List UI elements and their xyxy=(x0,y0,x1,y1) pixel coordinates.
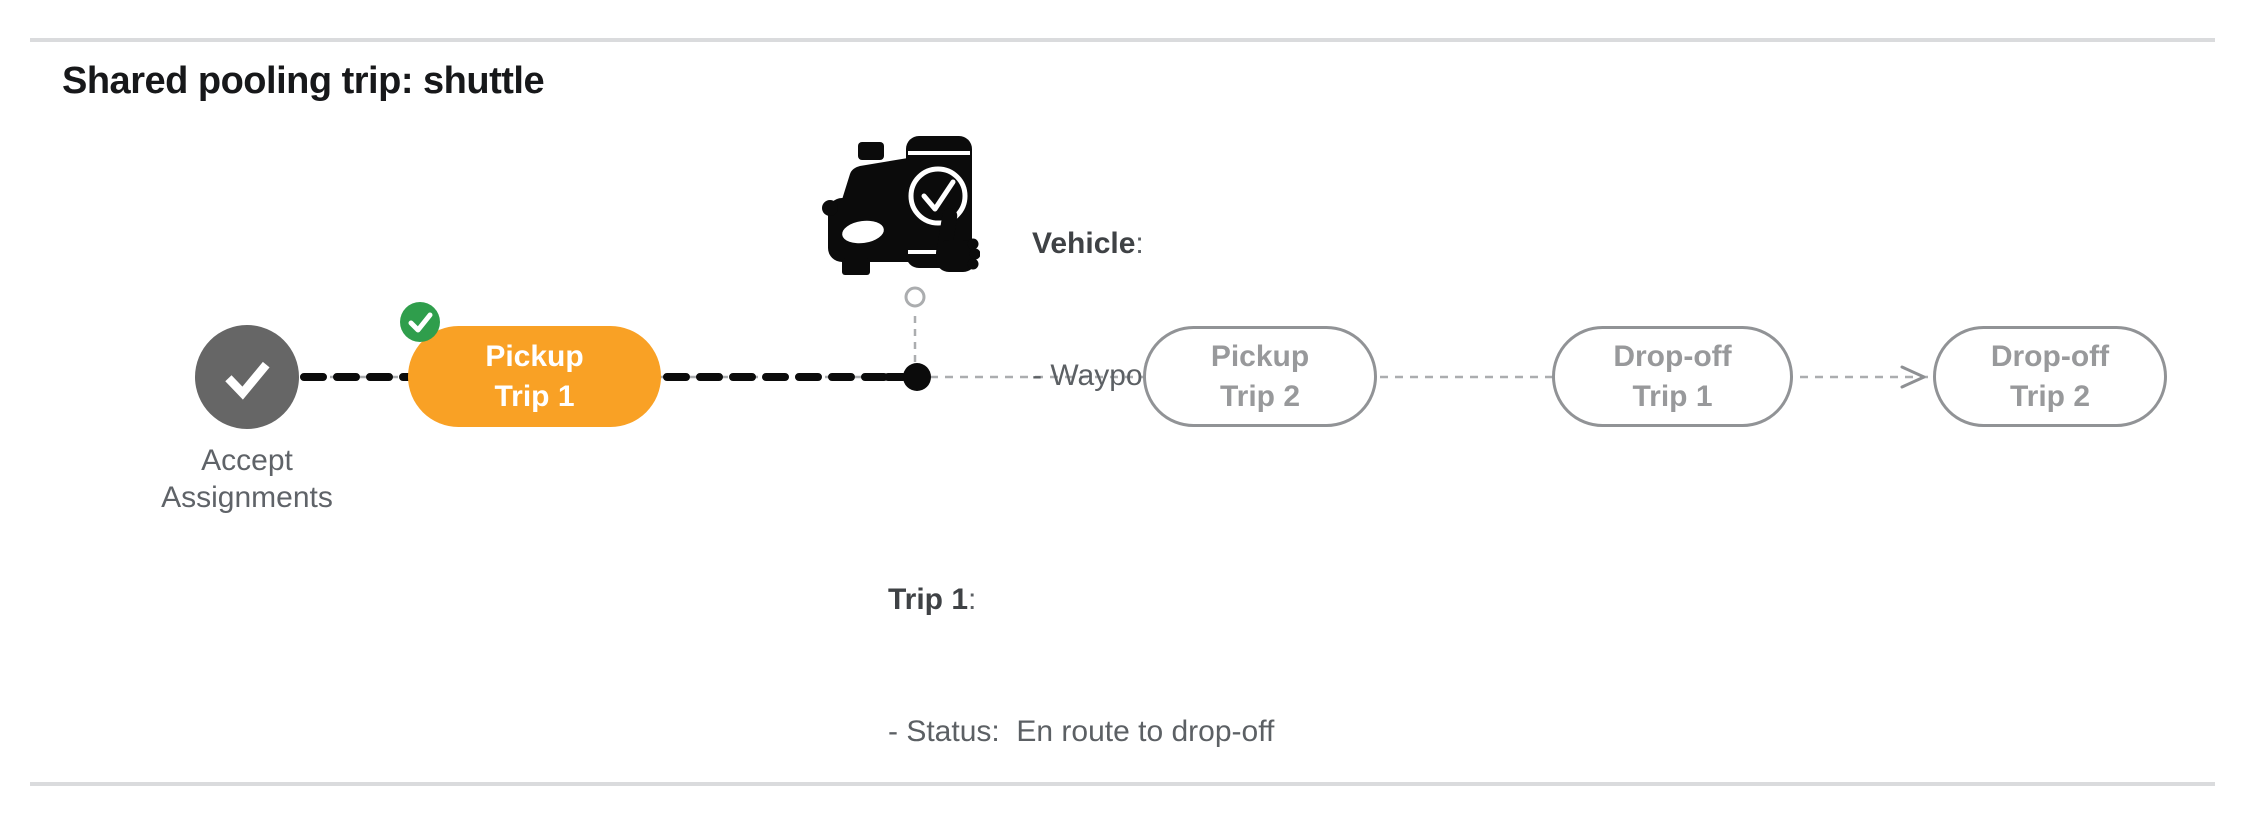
trip1-label: Trip 1 xyxy=(888,583,969,616)
trip-node-label-line1: Pickup xyxy=(485,339,584,373)
trip-node-label-line2: Trip 2 xyxy=(2009,379,2091,413)
vehicle-label: Vehicle xyxy=(1032,227,1136,260)
completed-check-badge xyxy=(400,302,440,342)
car-headlight xyxy=(842,220,884,244)
trip-node-dropoff-trip-2: Drop-off Trip 2 xyxy=(1933,326,2167,427)
vehicle-info: Vehicle: - Waypoints: 3 xyxy=(1032,134,1223,486)
start-node-label-line1: Accept xyxy=(201,444,293,477)
tapping-hand xyxy=(936,208,980,272)
trip1-status: - Status: En route to drop-off xyxy=(888,715,1275,748)
trip-node-label-line1: Pickup xyxy=(1210,339,1310,373)
trip1-heading: Trip 1: xyxy=(888,583,977,616)
trip-node-label-line2: Trip 2 xyxy=(1219,379,1301,413)
bottom-divider xyxy=(30,782,2215,786)
start-node-label: Accept Assignments xyxy=(107,442,387,516)
taxi-sign xyxy=(858,142,884,160)
vehicle-phone-accept-icon xyxy=(822,136,980,275)
check-badge-icon xyxy=(408,312,433,333)
accept-check xyxy=(921,179,956,212)
trip-node-label-line2: Trip 1 xyxy=(494,379,575,413)
check-icon xyxy=(225,361,270,400)
page-title: Shared pooling trip: shuttle xyxy=(62,60,545,102)
trip-node-dropoff-trip-1: Drop-off Trip 1 xyxy=(1552,326,1793,427)
arrowhead-icon xyxy=(1900,365,1926,389)
car-mirror xyxy=(822,200,838,216)
trip-node-pickup-trip-1: Pickup Trip 1 xyxy=(408,326,661,427)
start-node-label-line2: Assignments xyxy=(161,481,333,514)
vehicle-info-heading: Vehicle: xyxy=(1032,227,1144,260)
trip-info: Trip 1: - Status: En route to drop-off -… xyxy=(888,490,1274,825)
trip-node-label-line1: Drop-off xyxy=(1990,339,2110,373)
start-node-accept-assignments xyxy=(195,325,299,429)
trip-node-label-line1: Drop-off xyxy=(1613,339,1732,373)
top-divider xyxy=(30,38,2215,42)
trip-node-pickup-trip-2: Pickup Trip 2 xyxy=(1143,326,1377,427)
car-wheel xyxy=(842,258,870,275)
trip-node-label-line2: Trip 1 xyxy=(1632,379,1713,413)
vehicle-callout-anchor-circle xyxy=(904,286,926,308)
vehicle-position-dot xyxy=(903,363,931,391)
